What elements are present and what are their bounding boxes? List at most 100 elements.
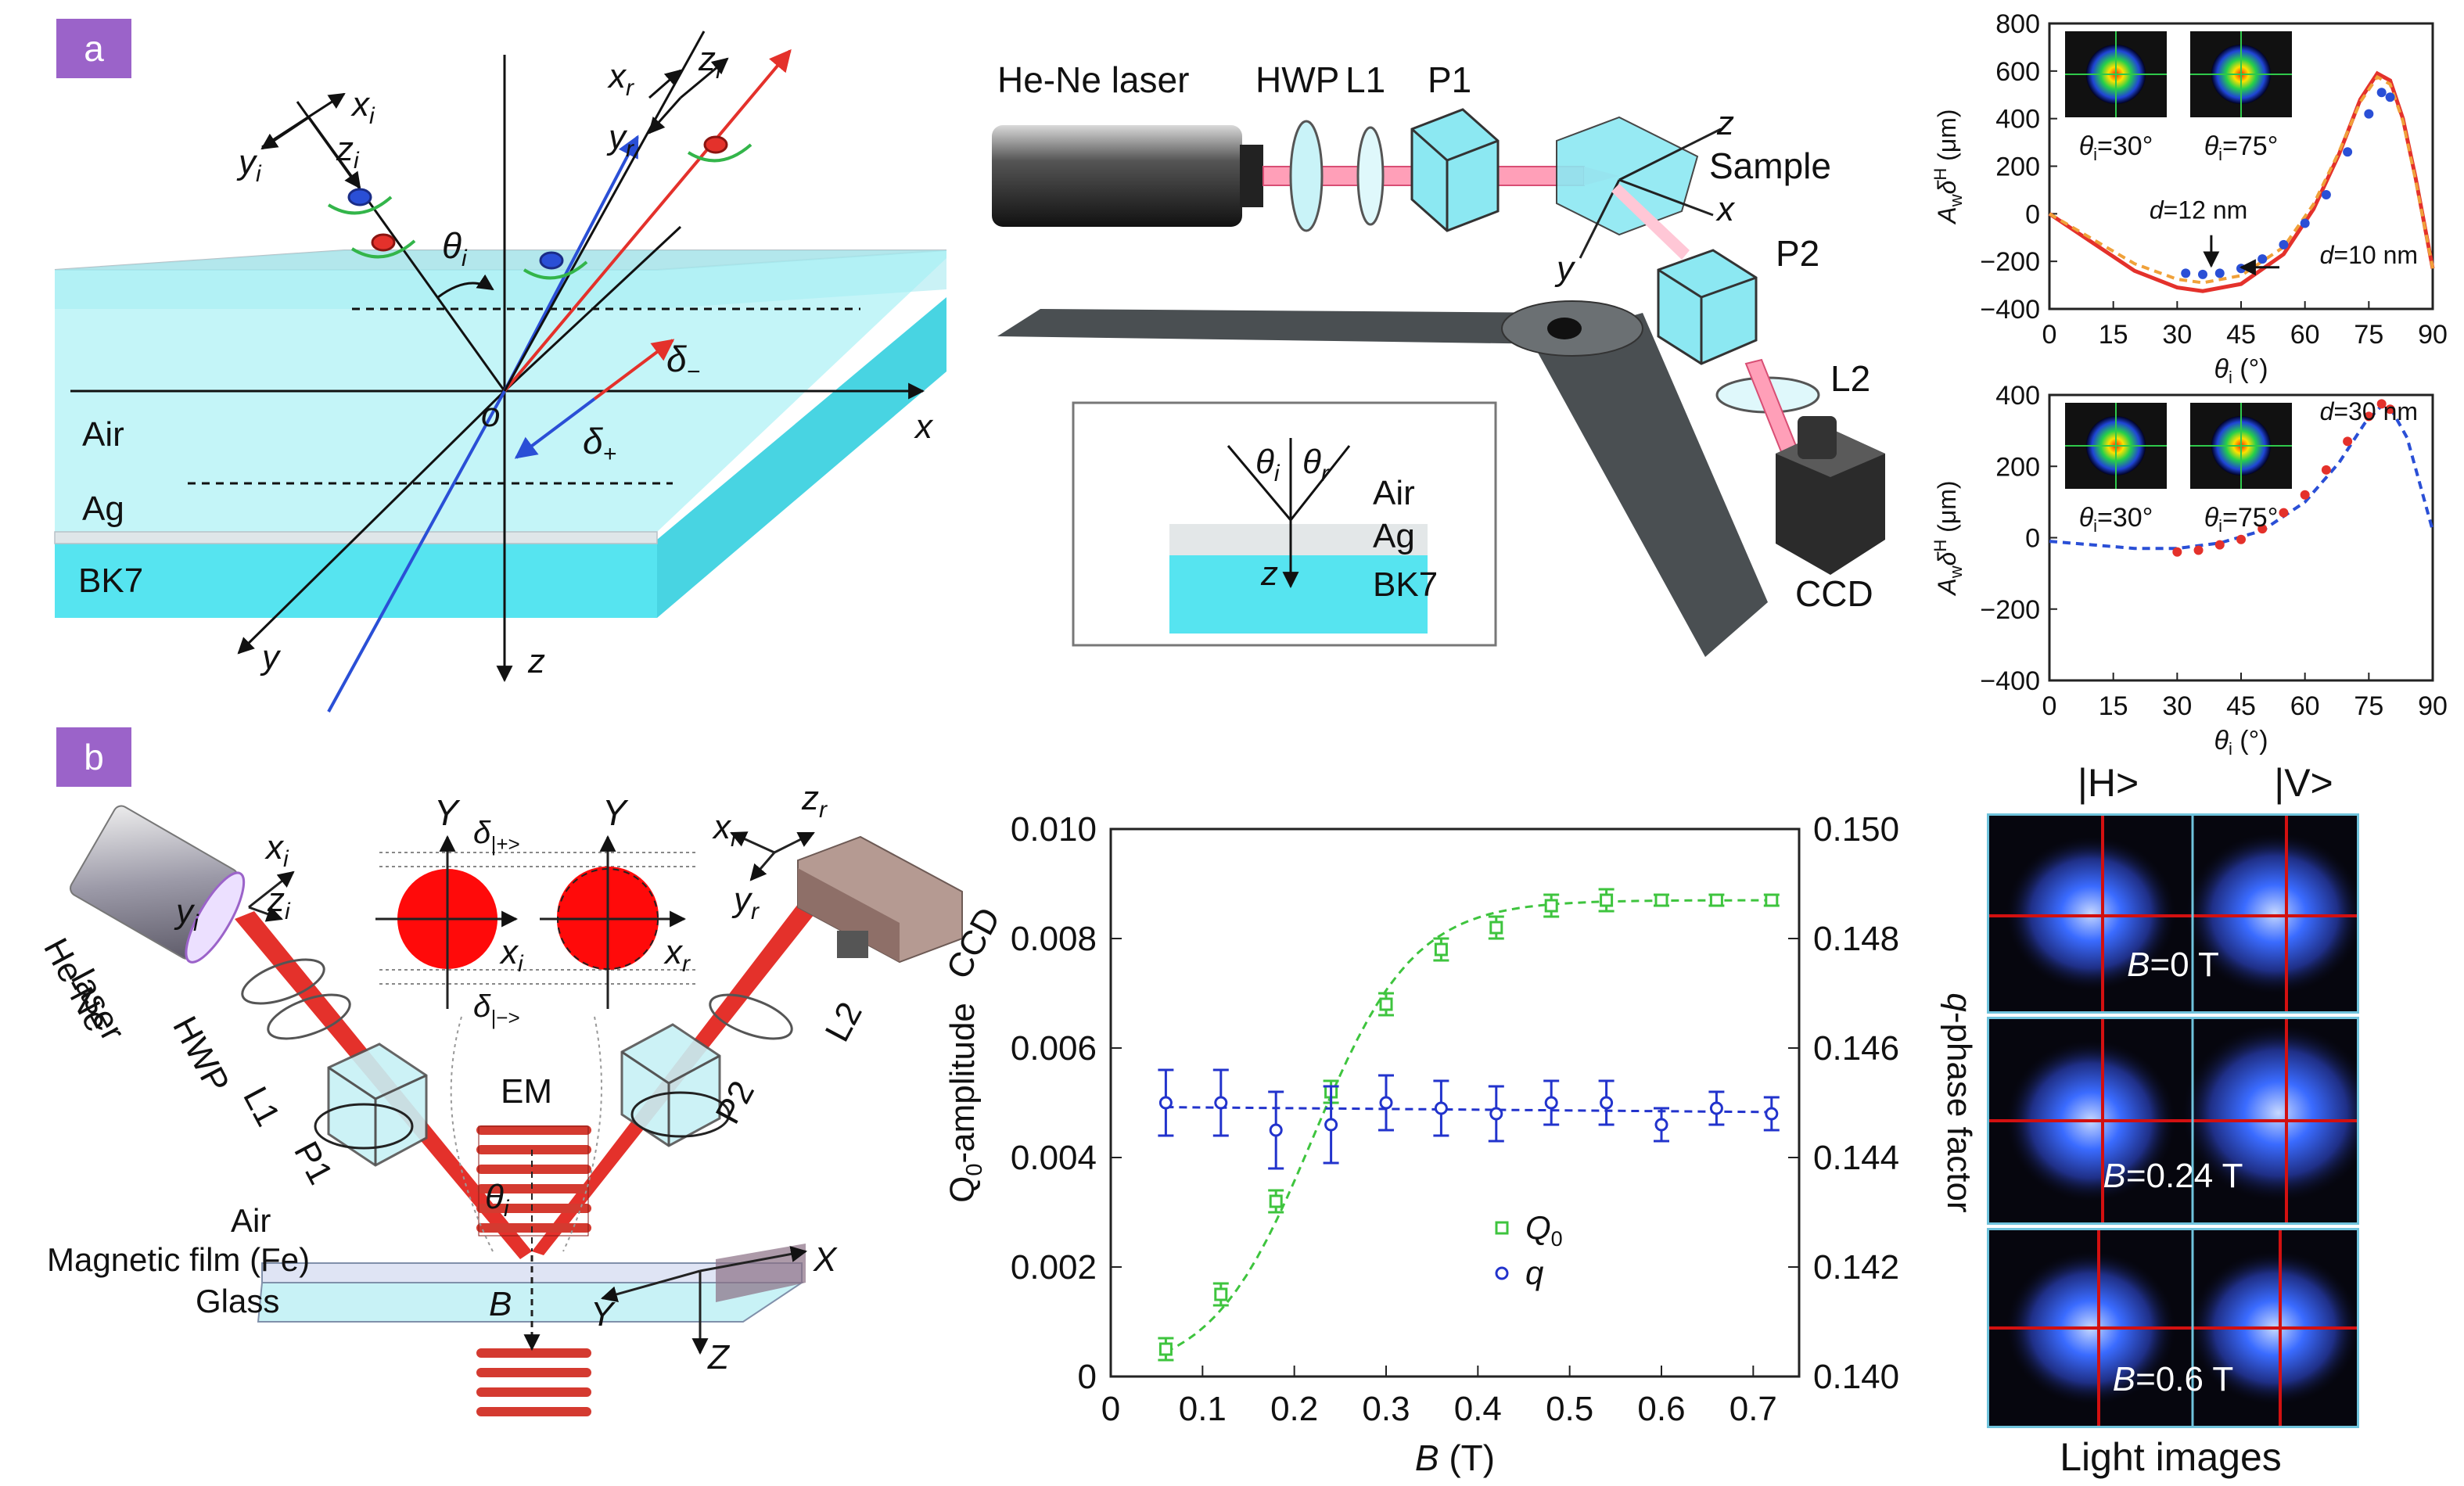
sample-axis-x	[1618, 178, 1714, 217]
y-tick-label: 0.006	[1011, 1029, 1097, 1068]
x-axis-label: θi (°)	[2214, 726, 2268, 759]
beam-a3	[1611, 184, 1690, 260]
x-tick-label: 0.5	[1546, 1390, 1593, 1428]
y-axis-label: AwδH (μm)	[1931, 109, 1966, 224]
xsec-label-delta-plus: δ|+>	[473, 816, 519, 856]
panel-b-setup: xi yi zi xr yr zr He-Ne laser HWP L1 P1 …	[36, 779, 1008, 1416]
b-axis-X	[699, 1246, 808, 1272]
b-label-air: Air	[231, 1202, 271, 1239]
b-l2	[709, 993, 793, 1040]
xsec-connector-right	[562, 1016, 602, 1252]
b-p2-cube	[620, 1023, 721, 1147]
spin-arrow-1	[327, 196, 393, 215]
label-l1: L1	[1345, 59, 1385, 100]
p2-edge1	[1658, 268, 1702, 299]
legend-marker-q0	[1495, 1221, 1509, 1235]
panel-tag-a: a	[56, 19, 131, 78]
b-p2-edge2	[668, 1054, 720, 1085]
x-tick-label: 15	[2099, 320, 2128, 350]
y-tick-label: 600	[1995, 57, 2040, 87]
axis-yr	[648, 97, 682, 135]
label-xr: xr	[607, 57, 634, 101]
b-l1	[267, 993, 351, 1040]
x-tick-label: 0	[2042, 320, 2057, 350]
y-tick-label: 200	[1995, 452, 2040, 482]
data-point	[2257, 254, 2268, 264]
b-label-film: Magnetic film (Fe)	[47, 1241, 310, 1278]
inset-theta-i: θi	[1255, 443, 1280, 486]
y-tick-label: 800	[1995, 9, 2040, 39]
q-point	[1324, 1118, 1338, 1132]
data-point	[2236, 264, 2246, 274]
q-fit-line	[1166, 1106, 1772, 1114]
data-point	[2172, 547, 2182, 557]
x-tick-label: 45	[2226, 320, 2256, 350]
data-point	[2364, 411, 2374, 422]
stage-center	[1547, 318, 1582, 339]
x-tick-label: 60	[2290, 691, 2320, 721]
label-theta: θi	[442, 225, 468, 271]
x-axis-label: θi (°)	[2214, 354, 2268, 387]
inset-caption: θi=75°	[2204, 131, 2279, 164]
inset-bk7-label: BK7	[1373, 565, 1438, 604]
laser-nozzle	[1240, 145, 1263, 207]
b-axis-zr	[774, 831, 815, 854]
q0-point	[1489, 921, 1503, 935]
b-axis-zi	[248, 906, 283, 922]
spin-arrow-2	[350, 239, 416, 259]
q0-point	[1600, 893, 1614, 907]
label-delta-plus: δ+	[583, 421, 616, 467]
data-point	[2300, 218, 2310, 228]
b-ccd-side	[798, 868, 900, 962]
delta-minus-arrow	[593, 339, 675, 400]
sample-axis-y	[1579, 179, 1621, 259]
label-ag: Ag	[82, 490, 124, 528]
legend-marker-q	[1495, 1266, 1509, 1280]
data-point	[2214, 540, 2225, 550]
col-header-v: |V>	[2274, 761, 2333, 805]
light-image-3-caption: B=0.6 T	[2112, 1360, 2234, 1398]
x-tick-label: 0.2	[1270, 1390, 1318, 1428]
label-ccd: CCD	[1795, 573, 1873, 614]
data-point	[2343, 436, 2353, 447]
label-zi: zi	[336, 130, 360, 174]
x-tick-label: 0	[2042, 691, 2057, 721]
b-label-B: B	[489, 1285, 512, 1323]
data-point	[2257, 524, 2268, 534]
label-laser: He-Ne laser	[997, 59, 1189, 100]
y-tick-label: −200	[1980, 247, 2040, 277]
annotation-d30: d=30 nm	[2320, 397, 2418, 425]
b-label-xr: xr	[712, 808, 739, 852]
y2-tick-label: 0.142	[1813, 1248, 1899, 1287]
b-axis-Y	[600, 1269, 701, 1303]
y2-tick-label: 0.140	[1813, 1358, 1899, 1396]
q-point	[1214, 1096, 1228, 1110]
data-point	[2321, 465, 2331, 475]
xsec-connector-left	[450, 1016, 494, 1252]
x-tick-label: 30	[2162, 320, 2192, 350]
light-image-row-3: B=0.6 T	[1987, 1228, 2359, 1428]
data-point	[2181, 268, 2191, 278]
inset-caption: θi=75°	[2204, 503, 2279, 536]
x-tick-label: 15	[2099, 691, 2128, 721]
data-point	[2279, 508, 2289, 518]
xsec-label-xr: xr	[663, 933, 691, 977]
red-polarization	[371, 233, 396, 252]
q-point	[1489, 1107, 1503, 1121]
ccd-lens	[1798, 416, 1837, 459]
data-point	[2193, 545, 2204, 555]
label-l2: L2	[1830, 358, 1870, 399]
data-point	[2343, 147, 2353, 157]
x-tick-label: 0.7	[1729, 1390, 1777, 1428]
b-label-hwp: HWP	[165, 1010, 236, 1100]
inset-incident	[1227, 445, 1292, 521]
inset-air: Air	[1373, 474, 1415, 512]
light-image-row-2: B=0.24 T	[1987, 1017, 2359, 1225]
q0-point	[1214, 1287, 1228, 1301]
x-tick-label: 75	[2354, 691, 2383, 721]
bk7-side	[657, 297, 946, 618]
x-axis-label: B (T)	[1415, 1438, 1495, 1478]
p1-edge1	[1411, 127, 1448, 162]
label-yr: yr	[606, 118, 634, 162]
spin-arrow-4	[687, 143, 752, 163]
